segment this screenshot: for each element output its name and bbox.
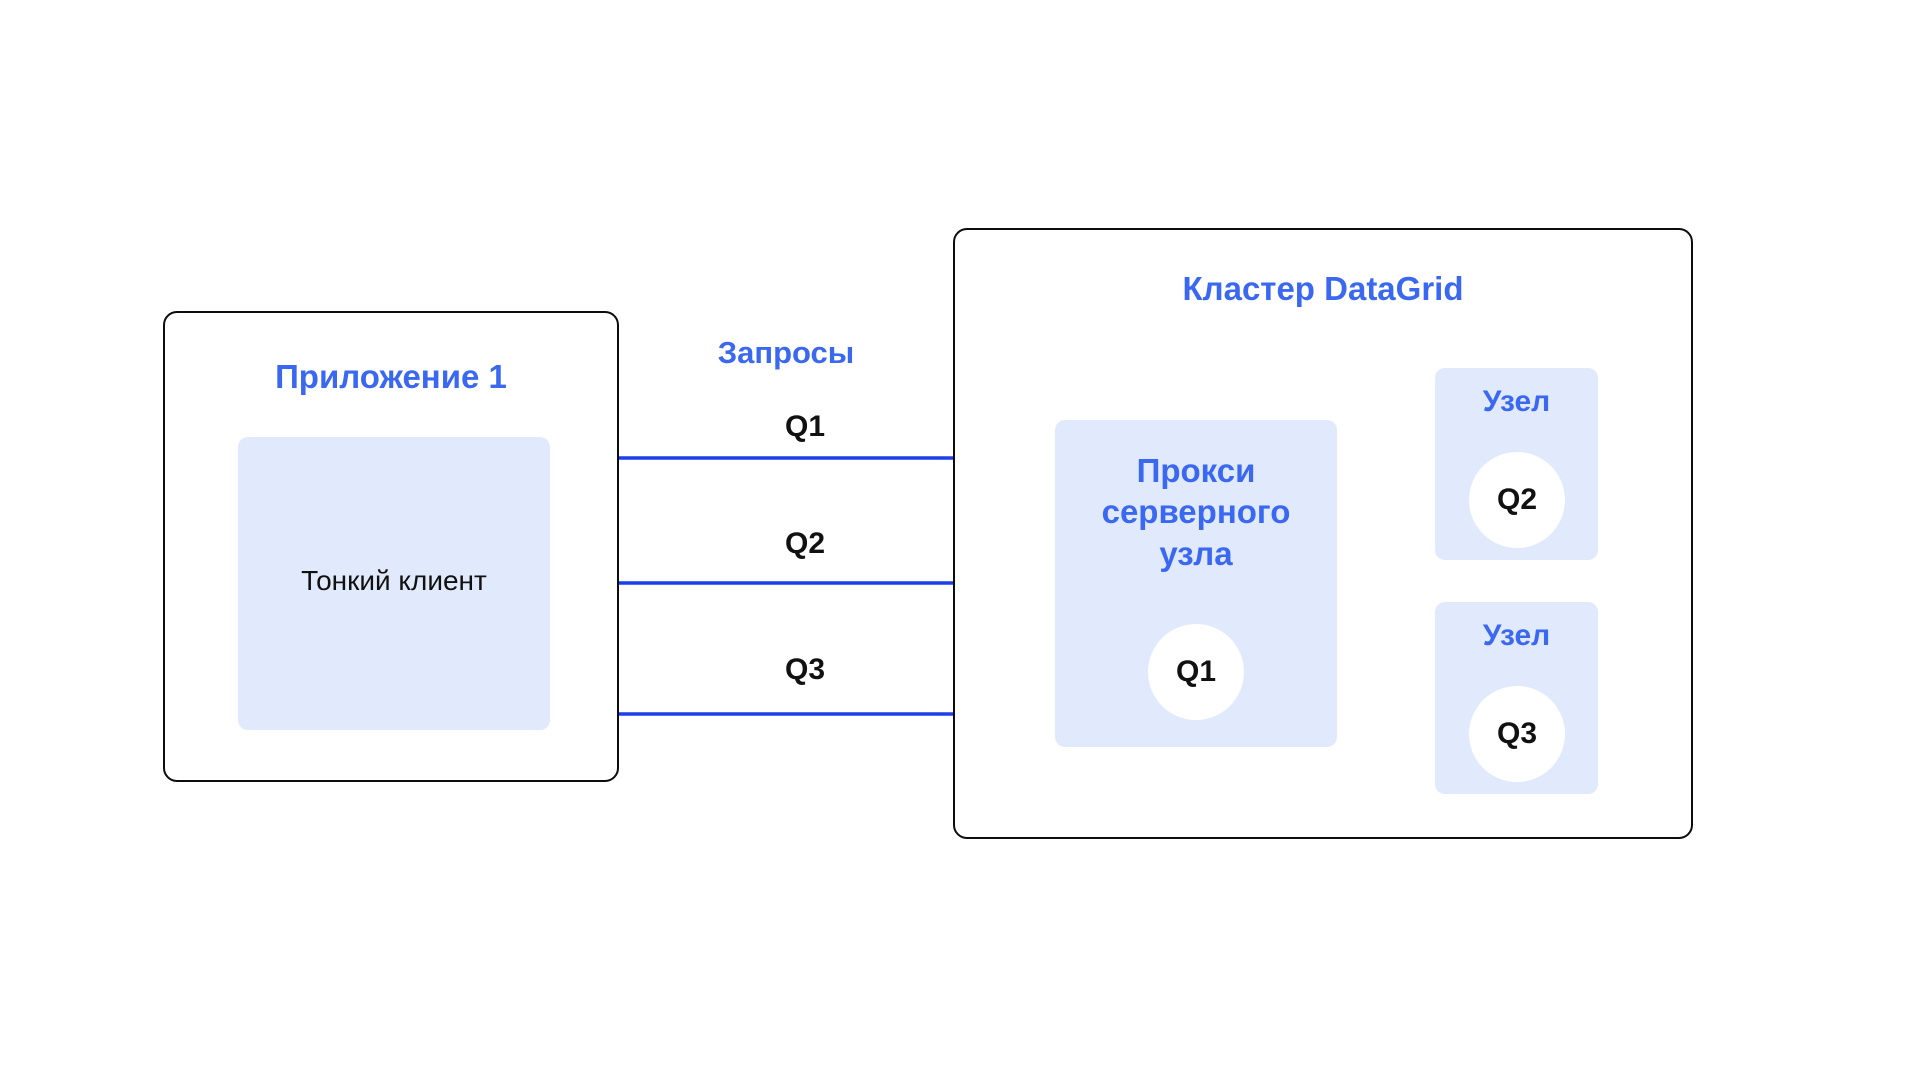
thin-client-label: Тонкий клиент — [301, 565, 487, 596]
cluster-node-label-top: Узел — [1482, 385, 1551, 418]
proxy-query-badge-q1: Q1 — [1148, 624, 1244, 720]
query-label-q2: Q2 — [784, 527, 826, 560]
query-label-q3: Q3 — [784, 653, 826, 686]
cluster-title: Кластер DataGrid — [1182, 270, 1464, 307]
cluster-node-badge-q2: Q2 — [1469, 452, 1565, 548]
application-title: Приложение 1 — [275, 358, 507, 395]
query-label-q1: Q1 — [784, 410, 826, 443]
cluster-node-label-bottom: Узел — [1482, 619, 1551, 652]
requests-title: Запросы — [717, 335, 855, 370]
thin-client-panel[interactable] — [238, 437, 550, 730]
cluster-node-badge-q3: Q3 — [1469, 686, 1565, 782]
